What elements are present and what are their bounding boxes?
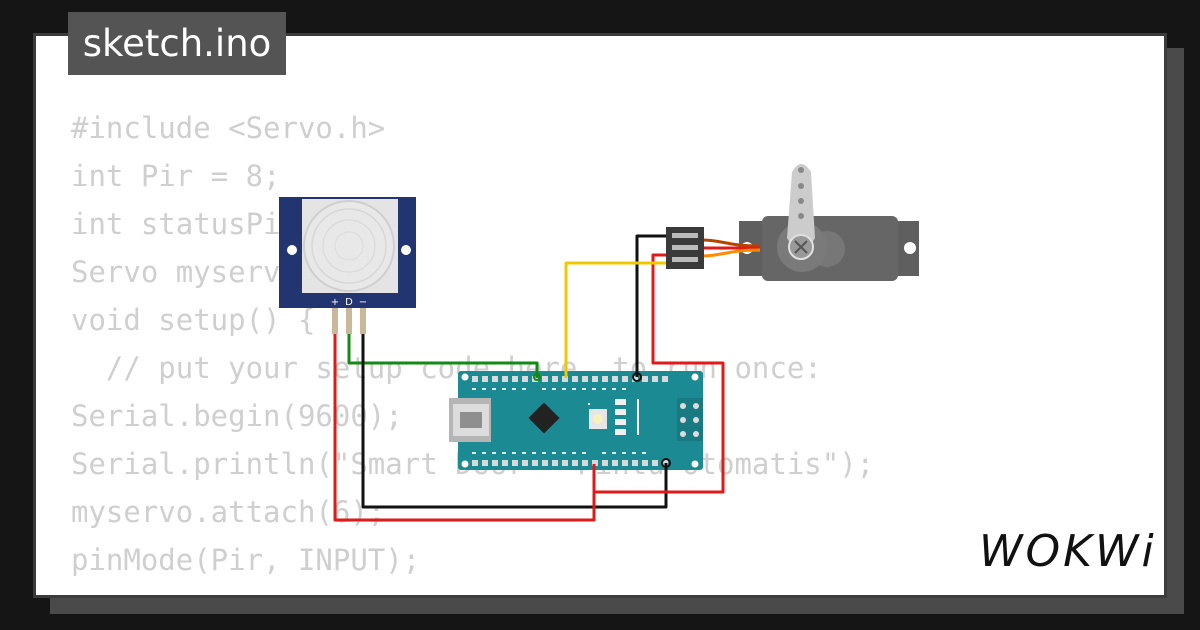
wires bbox=[333, 234, 725, 522]
wokwi-logo: WOKWi bbox=[979, 526, 1157, 577]
wire-yellow bbox=[564, 261, 668, 378]
code-line: void setup() { bbox=[71, 303, 316, 337]
reset-button[interactable] bbox=[589, 409, 607, 429]
code-line: pinMode(Pir, INPUT); bbox=[71, 543, 421, 577]
file-tab[interactable]: sketch.ino bbox=[68, 12, 286, 75]
arduino-nano-board[interactable] bbox=[449, 371, 703, 470]
mcu-chip bbox=[528, 402, 560, 434]
wire-green bbox=[347, 303, 539, 378]
wire-black-pir bbox=[361, 303, 668, 509]
code-line: myservo.attach(6); bbox=[71, 495, 386, 529]
preview-card: #include <Servo.h>int Pir = 8;int status… bbox=[33, 33, 1167, 598]
wire-black-servo bbox=[635, 234, 668, 377]
code-line: int Pir = 8; bbox=[71, 159, 281, 193]
status-leds bbox=[615, 399, 626, 435]
wire-red-servo bbox=[594, 253, 725, 494]
usb-port bbox=[449, 398, 491, 442]
pir-pin-label-data: D bbox=[345, 297, 353, 308]
code-line: Serial.begin(9600); bbox=[71, 399, 403, 433]
icsp-header bbox=[677, 398, 703, 441]
code-line: #include <Servo.h> bbox=[71, 111, 386, 145]
servo-motor[interactable] bbox=[666, 164, 919, 281]
pir-pin-label-vcc: + bbox=[331, 297, 339, 308]
servo-horn bbox=[787, 164, 815, 250]
pir-pin-label-gnd: − bbox=[359, 297, 367, 308]
pir-motion-sensor[interactable]: + D − bbox=[279, 197, 416, 334]
